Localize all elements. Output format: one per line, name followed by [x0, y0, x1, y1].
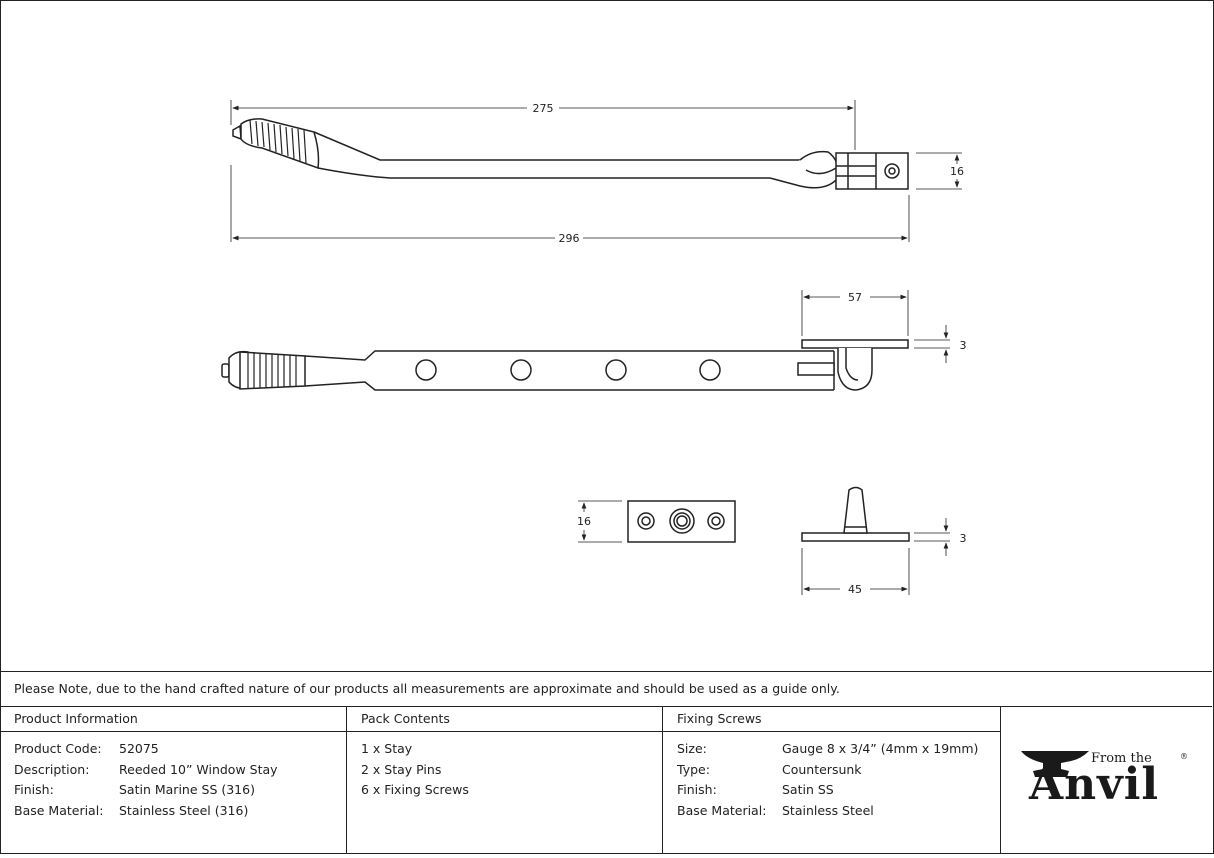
screw-finish-row: Finish: Satin SS: [677, 782, 1000, 803]
base-material-value: Stainless Steel (316): [119, 802, 249, 818]
description-row: Description: Reeded 10” Window Stay: [14, 762, 346, 783]
dim-bracket-height: 16: [950, 165, 964, 178]
anvil-logo: From the ® Anvil: [1001, 707, 1213, 854]
pack-item: 6 x Fixing Screws: [361, 782, 469, 797]
technical-drawing: 275 296 16: [221, 100, 967, 596]
handle-reeds-top: [249, 119, 307, 164]
dimension-lines-pin: [801, 518, 950, 595]
product-code-label: Product Code:: [14, 741, 102, 756]
stay-top-view: [232, 118, 909, 190]
dim-pin-length: 45: [848, 583, 862, 596]
screw-size-value: Gauge 8 x 3/4” (4mm x 19mm): [782, 741, 979, 756]
finish-row: Finish: Satin Marine SS (316): [14, 782, 346, 803]
product-code-row: Product Code: 52075: [14, 741, 346, 762]
finish-value: Satin Marine SS (316): [119, 782, 255, 797]
screw-material-value: Stainless Steel: [782, 802, 874, 818]
logo-brand: Anvil: [1028, 759, 1159, 810]
screw-type-row: Type: Countersunk: [677, 762, 1000, 783]
handle-reeds-side: [247, 352, 297, 388]
stay-side-view: [221, 339, 909, 391]
dim-total-length: 296: [559, 232, 580, 245]
base-material-label: Base Material:: [14, 802, 104, 818]
dim-pin-thickness: 3: [960, 532, 967, 545]
screw-type-value: Countersunk: [782, 761, 862, 777]
product-code-value: 52075: [119, 741, 159, 756]
pack-contents-panel: Pack Contents 1 x Stay 2 x Stay Pins 6 x…: [347, 707, 663, 854]
logo-registered: ®: [1180, 752, 1188, 761]
base-material-row: Base Material: Stainless Steel (316): [14, 803, 346, 824]
dimension-lines-plate: [578, 500, 622, 543]
dimension-lines-top: [230, 100, 962, 242]
pack-contents-heading: Pack Contents: [347, 707, 662, 732]
screw-material-label: Base Material:: [677, 802, 767, 818]
stay-pin-side: [801, 486, 910, 542]
fixing-screws-heading: Fixing Screws: [663, 707, 1000, 732]
dimension-lines-side: [801, 290, 950, 363]
screw-size-row: Size: Gauge 8 x 3/4” (4mm x 19mm): [677, 741, 1000, 762]
pack-item: 2 x Stay Pins: [361, 761, 442, 777]
dim-overall-length: 275: [533, 102, 554, 115]
finish-label: Finish:: [14, 782, 54, 797]
screw-finish-value: Satin SS: [782, 782, 834, 797]
screw-material-row: Base Material: Stainless Steel: [677, 803, 1000, 824]
dim-bracket-thickness: 3: [960, 339, 967, 352]
measurement-note: Please Note, due to the hand crafted nat…: [0, 671, 1212, 707]
screw-finish-label: Finish:: [677, 782, 717, 797]
dim-bracket-length: 57: [848, 291, 862, 304]
screw-type-label: Type:: [677, 761, 710, 777]
stay-pin-plate: [627, 500, 736, 543]
description-value: Reeded 10” Window Stay: [119, 761, 278, 777]
pack-item: 1 x Stay: [361, 741, 413, 756]
screw-size-label: Size:: [677, 741, 707, 756]
description-label: Description:: [14, 761, 90, 777]
product-information-heading: Product Information: [0, 707, 346, 732]
product-information-panel: Product Information Product Code: 52075 D…: [0, 707, 347, 854]
logo-from-the: From the: [1091, 751, 1152, 766]
anvil-icon: [1021, 751, 1089, 777]
fixing-screws-panel: Fixing Screws Size: Gauge 8 x 3/4” (4mm x…: [663, 707, 1001, 854]
dim-plate-height: 16: [577, 515, 591, 528]
